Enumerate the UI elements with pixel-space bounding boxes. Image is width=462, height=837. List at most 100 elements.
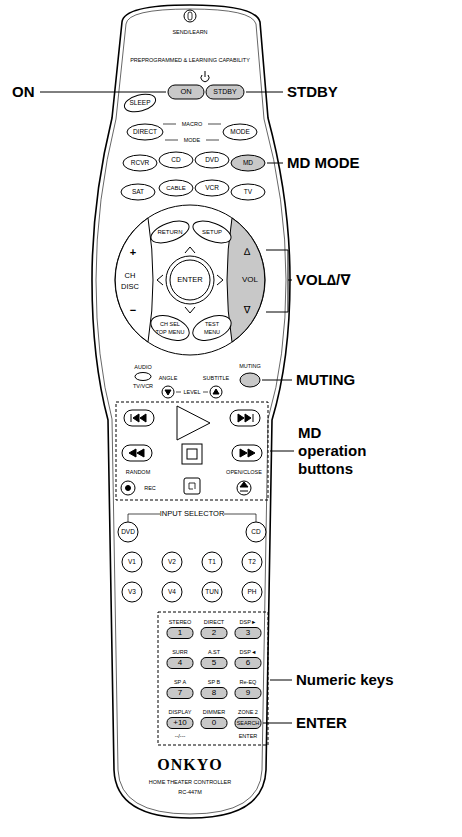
button-label: CABLE: [166, 185, 186, 192]
button-label: MD: [243, 159, 253, 166]
remote-button: [122, 91, 157, 115]
input-selector: [202, 582, 222, 602]
numeric-keypad: [235, 658, 261, 669]
button-label: 8: [212, 688, 216, 697]
numeric-keypad: [158, 612, 268, 745]
printed-text: TV/VCR: [133, 383, 153, 389]
button-label: 5: [212, 658, 216, 667]
numeric-keypad: [201, 658, 227, 669]
button-label: 6: [246, 658, 250, 667]
navigation-pad: [217, 275, 223, 285]
input-selector: [246, 522, 266, 542]
input-selector: [122, 552, 142, 572]
leader-line: [262, 380, 292, 381]
button-label: 4: [178, 658, 182, 667]
button-label: MODE: [230, 128, 250, 135]
numeric-keypad: [167, 658, 193, 669]
callout-label: ENTER: [296, 714, 347, 731]
md-operation-buttons: [189, 483, 195, 489]
remote-button: [127, 124, 163, 140]
leader-line: [270, 451, 294, 452]
callout-label: STDBY: [287, 83, 338, 100]
leader-line: [270, 680, 292, 681]
navigation-pad: [189, 311, 234, 345]
numeric-keypad: [235, 688, 261, 699]
numeric-keypad: [201, 688, 227, 699]
md-operation-buttons: [187, 449, 197, 459]
button-label: ON: [180, 88, 191, 97]
numeric-keypad: [201, 628, 227, 639]
md-operation-buttons: [240, 482, 248, 487]
input-selector: [118, 522, 138, 542]
printed-text: SP A: [174, 679, 186, 685]
small-button: [135, 373, 151, 381]
md-operation-buttons: [238, 414, 251, 422]
button-label: PH: [247, 588, 256, 595]
button-label: DISC: [121, 283, 139, 292]
printed-text: ANGLE: [159, 375, 178, 381]
button-label: TOP MENU: [156, 329, 185, 335]
md-operation-buttons: [253, 414, 254, 422]
numeric-keypad: [235, 718, 261, 729]
button-label: SETUP: [202, 229, 222, 236]
send-learn-switch: [188, 12, 192, 20]
button-label: CD: [171, 156, 180, 163]
button-label: T1: [208, 558, 216, 565]
small-button: [240, 373, 260, 387]
button-label: 9: [246, 688, 250, 697]
button-label: CD: [251, 528, 260, 535]
printed-text: INPUT SELECTOR: [160, 510, 225, 519]
input-selector: [202, 552, 222, 572]
navigation-pad: [157, 275, 163, 285]
navigation-pad: [148, 217, 192, 248]
navigation-pad: [115, 218, 153, 342]
printed-text: DIRECT: [204, 619, 224, 625]
navigation-pad: [227, 218, 265, 342]
button-label: DVD: [205, 156, 219, 163]
button-label: RETURN: [158, 229, 183, 236]
printed-text: HOME THEATER CONTROLLER: [149, 779, 231, 785]
navigation-pad: [115, 205, 265, 355]
navigation-pad: [147, 311, 192, 345]
remote-button: [206, 85, 244, 99]
numeric-keypad: [201, 718, 227, 729]
remote-button: [159, 152, 193, 168]
navigation-pad: [190, 217, 234, 248]
button-label: DIRECT: [133, 128, 157, 135]
leader-line: [267, 163, 283, 164]
printed-text: OPEN/CLOSE: [226, 469, 262, 475]
printed-text: SURR: [172, 649, 188, 655]
printed-text: RC-447M: [178, 789, 202, 795]
remote-button: [123, 155, 157, 171]
button-label: 2: [212, 628, 216, 637]
md-operation-buttons: [232, 445, 262, 461]
callout-label: VOL∆/∇: [296, 271, 351, 288]
small-button: [210, 386, 222, 398]
printed-text: --/---: [175, 733, 186, 739]
callout-label: Numeric keys: [296, 671, 394, 688]
remote-button: [121, 184, 155, 200]
md-operation-buttons: [126, 486, 131, 491]
printed-text: REC: [144, 485, 156, 491]
md-operation-buttons: [129, 449, 144, 457]
button-label: CH: [125, 272, 136, 281]
button-label: V2: [168, 558, 176, 565]
button-label: 7: [178, 688, 182, 697]
button-label: V3: [128, 588, 136, 595]
navigation-pad: [115, 205, 265, 355]
input-selector: [242, 552, 262, 572]
navigation-pad: [170, 260, 210, 300]
input-selector: [162, 552, 182, 572]
remote-button: [195, 180, 229, 196]
power-symbol: [201, 71, 209, 82]
md-operation-buttons: [124, 410, 154, 426]
numeric-keypad: [235, 628, 261, 639]
small-button: [135, 373, 260, 399]
small-button: [162, 386, 174, 398]
remote-button: [231, 184, 265, 200]
input-selector: [118, 514, 266, 602]
button-label: 1: [178, 628, 182, 637]
navigation-pad: [185, 247, 195, 253]
md-operation-buttons: [177, 406, 210, 440]
